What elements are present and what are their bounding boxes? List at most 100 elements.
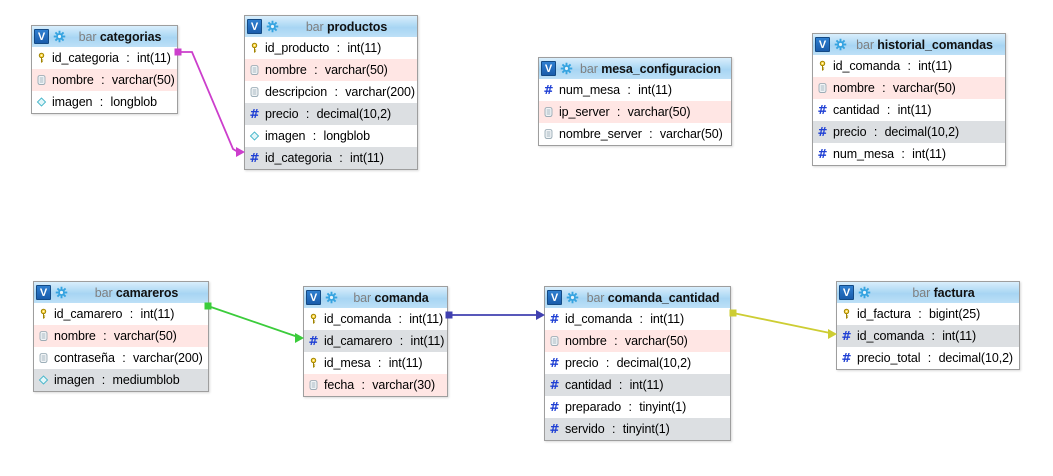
field-row-camareros-contraseña[interactable]: contraseña : varchar(200): [34, 347, 208, 369]
table-options-gear-icon[interactable]: [834, 38, 847, 51]
field-row-productos-precio[interactable]: #precio : decimal(10,2): [245, 103, 417, 125]
field-row-productos-nombre[interactable]: nombre : varchar(50): [245, 59, 417, 81]
primary-key-icon: [307, 313, 320, 325]
numeric-field-icon: #: [549, 422, 560, 436]
field-row-categorias-id_categoria[interactable]: id_categoria : int(11): [32, 47, 177, 69]
blob-field-icon: [37, 374, 50, 386]
table-name: historial_comandas: [877, 37, 993, 52]
table-view-icon[interactable]: V: [247, 19, 262, 34]
table-options-gear-icon[interactable]: [560, 62, 573, 75]
table-options-gear-icon[interactable]: [266, 20, 279, 33]
field-row-comanda_cantidad-preparado[interactable]: #preparado : tinyint(1): [545, 396, 730, 418]
field-row-camareros-nombre[interactable]: nombre : varchar(50): [34, 325, 208, 347]
table-name: mesa_configuracion: [601, 61, 721, 76]
field-row-comanda-id_comanda[interactable]: id_comanda : int(11): [304, 308, 447, 330]
field-row-comanda_cantidad-cantidad[interactable]: #cantidad : int(11): [545, 374, 730, 396]
field-row-productos-imagen[interactable]: imagen : longblob: [245, 125, 417, 147]
relation-line: [732, 312, 831, 334]
field-name: id_comanda: [565, 312, 633, 326]
table-options-gear-icon[interactable]: [53, 30, 66, 43]
table-options-gear-icon[interactable]: [325, 291, 338, 304]
field-type: varchar(50): [627, 105, 691, 119]
field-row-factura-id_factura[interactable]: id_factura : bigint(25): [837, 303, 1019, 325]
field-name: imagen: [54, 373, 95, 387]
table-view-icon[interactable]: V: [541, 61, 556, 76]
table-view-icon[interactable]: V: [36, 285, 51, 300]
field-row-mesa_configuracion-nombre_server[interactable]: nombre_server : varchar(50): [539, 123, 731, 145]
field-separator: :: [126, 307, 137, 321]
field-row-comanda-id_mesa[interactable]: id_mesa : int(11): [304, 352, 447, 374]
field-separator: :: [331, 85, 342, 99]
field-separator: :: [878, 81, 889, 95]
table-title: bar comanda_cantidad: [579, 291, 727, 305]
relation-line: [207, 305, 299, 338]
schema-name: bar: [94, 285, 113, 300]
field-separator: :: [374, 356, 385, 370]
field-row-comanda-fecha[interactable]: fecha : varchar(30): [304, 374, 447, 396]
field-row-comanda-id_camarero[interactable]: #id_camarero : int(11): [304, 330, 447, 352]
field-separator: :: [624, 83, 635, 97]
field-row-categorias-nombre[interactable]: nombre : varchar(50): [32, 69, 177, 91]
field-name: precio: [833, 125, 867, 139]
field-row-factura-precio_total[interactable]: #precio_total : decimal(10,2): [837, 347, 1019, 369]
primary-key-icon: [307, 357, 320, 369]
field-type: bigint(25): [929, 307, 981, 321]
field-row-categorias-imagen[interactable]: imagen : longblob: [32, 91, 177, 113]
field-row-comanda_cantidad-precio[interactable]: #precio : decimal(10,2): [545, 352, 730, 374]
field-row-productos-id_categoria[interactable]: #id_categoria : int(11): [245, 147, 417, 169]
field-row-comanda_cantidad-servido[interactable]: #servido : tinyint(1): [545, 418, 730, 440]
blob-field-icon: [35, 96, 48, 108]
field-name: nombre: [265, 63, 307, 77]
field-separator: :: [122, 51, 134, 65]
field-row-camareros-imagen[interactable]: imagen : mediumblob: [34, 369, 208, 391]
table-view-icon[interactable]: V: [547, 290, 562, 305]
field-row-factura-id_comanda[interactable]: #id_comanda : int(11): [837, 325, 1019, 347]
table-view-icon[interactable]: V: [839, 285, 854, 300]
table-options-gear-icon[interactable]: [55, 286, 68, 299]
text-field-icon: [816, 82, 829, 94]
field-row-mesa_configuracion-num_mesa[interactable]: #num_mesa : int(11): [539, 79, 731, 101]
table-title: bar factura: [871, 286, 1016, 300]
field-row-historial_comandas-num_mesa[interactable]: #num_mesa : int(11): [813, 143, 1005, 165]
field-row-mesa_configuracion-ip_server[interactable]: ip_server : varchar(50): [539, 101, 731, 123]
field-type: int(11): [350, 151, 384, 165]
field-row-productos-id_producto[interactable]: id_producto : int(11): [245, 37, 417, 59]
field-row-comanda_cantidad-id_comanda[interactable]: #id_comanda : int(11): [545, 308, 730, 330]
table-options-gear-icon[interactable]: [858, 286, 871, 299]
field-separator: :: [335, 151, 347, 165]
table-view-icon[interactable]: V: [34, 29, 49, 44]
table-view-icon[interactable]: V: [306, 290, 321, 305]
field-separator: :: [610, 334, 621, 348]
primary-key-icon: [248, 42, 261, 54]
field-row-historial_comandas-cantidad[interactable]: #cantidad : int(11): [813, 99, 1005, 121]
field-name: id_categoria: [265, 151, 332, 165]
table-view-icon[interactable]: V: [815, 37, 830, 52]
field-row-historial_comandas-nombre[interactable]: nombre : varchar(50): [813, 77, 1005, 99]
relation-camareros-comanda: [204, 302, 304, 343]
field-row-camareros-id_camarero[interactable]: id_camarero : int(11): [34, 303, 208, 325]
field-row-comanda_cantidad-nombre[interactable]: nombre : varchar(50): [545, 330, 730, 352]
field-separator: :: [395, 312, 406, 326]
field-row-historial_comandas-precio[interactable]: #precio : decimal(10,2): [813, 121, 1005, 143]
field-separator: :: [310, 63, 321, 77]
table-options-gear-icon[interactable]: [566, 291, 579, 304]
field-row-productos-descripcion[interactable]: descripcion : varchar(200): [245, 81, 417, 103]
field-row-historial_comandas-id_comanda[interactable]: id_comanda : int(11): [813, 55, 1005, 77]
